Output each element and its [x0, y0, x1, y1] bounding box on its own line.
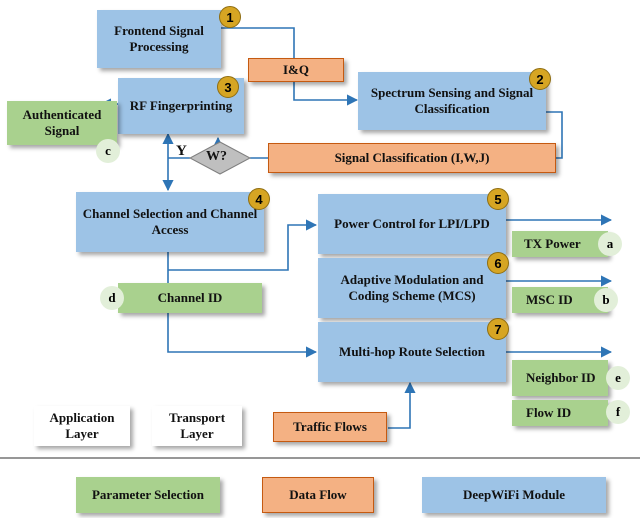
frontend-signal-processing-box: Frontend Signal Processing — [97, 10, 221, 68]
badge-3: 3 — [217, 76, 239, 98]
application-layer-box: Application Layer — [34, 406, 130, 446]
decision-yes-label: Y — [176, 143, 187, 159]
tx-power-box: TX Power — [512, 231, 608, 257]
adaptive-modulation-box: Adaptive Modulation and Coding Scheme (M… — [318, 258, 506, 318]
legend-deepwifi-module: DeepWiFi Module — [422, 477, 606, 513]
letter-c: c — [96, 139, 120, 163]
signal-classification-box: Signal Classification (I,W,J) — [268, 143, 556, 173]
channel-selection-box: Channel Selection and Channel Access — [76, 192, 264, 252]
line-spectrum-to-classification — [545, 111, 563, 159]
badge-5: 5 — [487, 188, 509, 210]
letter-a: a — [598, 232, 622, 256]
arrow-to-power-control — [168, 219, 318, 271]
multihop-route-box: Multi-hop Route Selection — [318, 322, 506, 382]
badge-6: 6 — [487, 252, 509, 274]
letter-f: f — [606, 400, 630, 424]
letter-e: e — [606, 366, 630, 390]
legend-parameter-selection: Parameter Selection — [76, 477, 220, 513]
spectrum-sensing-box: Spectrum Sensing and Signal Classificati… — [358, 72, 546, 130]
authenticated-signal-box: Authenticated Signal — [7, 101, 117, 145]
flow-id-box: Flow ID — [512, 400, 608, 426]
msc-id-box: MSC ID — [512, 287, 608, 313]
badge-4: 4 — [248, 188, 270, 210]
iq-box: I&Q — [248, 58, 344, 82]
letter-b: b — [594, 288, 618, 312]
transport-layer-box: Transport Layer — [152, 406, 242, 446]
arrow-traffic-to-multihop — [388, 381, 416, 429]
legend-data-flow: Data Flow — [262, 477, 374, 513]
badge-7: 7 — [487, 318, 509, 340]
decision-label: W? — [206, 149, 227, 164]
neighbor-id-box: Neighbor ID — [512, 360, 608, 396]
badge-1: 1 — [219, 6, 241, 28]
decision-diamond — [188, 141, 252, 175]
power-control-box: Power Control for LPI/LPD — [318, 194, 506, 254]
traffic-flows-box: Traffic Flows — [273, 412, 387, 442]
channel-id-box: Channel ID — [118, 283, 262, 313]
letter-d: d — [100, 286, 124, 310]
badge-2: 2 — [529, 68, 551, 90]
